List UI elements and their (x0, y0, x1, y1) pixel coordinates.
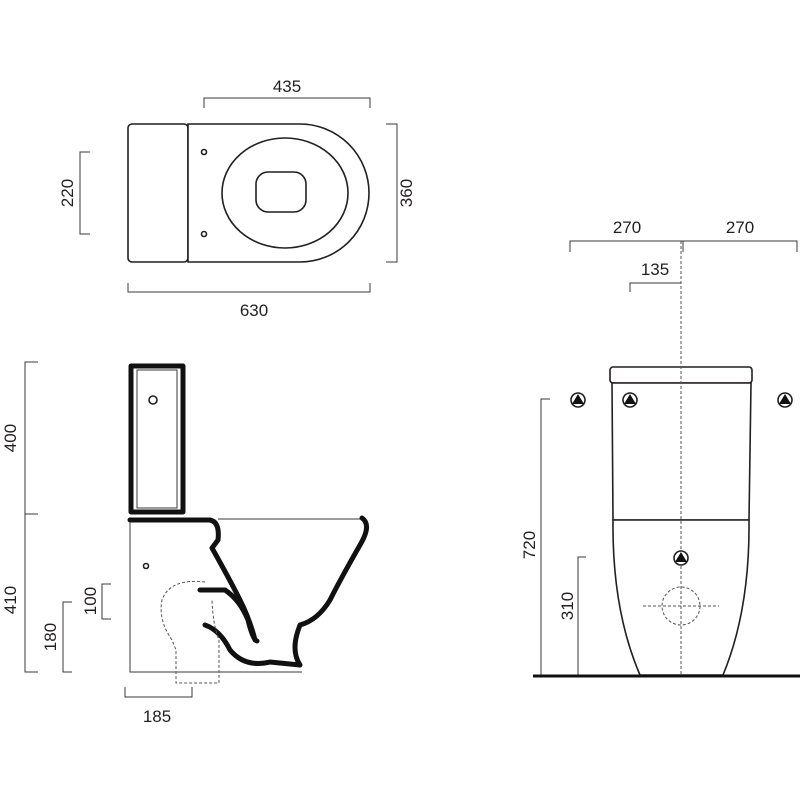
dim-line-630 (127, 283, 371, 293)
dim-line-310 (577, 556, 586, 676)
waste-pipe-dashed (160, 580, 220, 684)
front-view: 270 270 135 720 310 (520, 218, 800, 678)
tank-lid-front (609, 366, 753, 384)
dim-label-270-right: 270 (726, 218, 754, 237)
bowl-side-top (127, 517, 258, 643)
dim-label-720: 720 (520, 531, 539, 559)
fixing-hole (200, 230, 208, 238)
trap (197, 587, 260, 644)
tank-hole (148, 395, 158, 405)
dim-label-435: 435 (273, 77, 301, 96)
water-inlet-marker (622, 392, 638, 408)
fixing-hole (200, 148, 208, 156)
dim-label-135: 135 (641, 260, 669, 279)
water-inlet-marker (570, 392, 586, 408)
tank-side (128, 363, 186, 515)
side-hole (142, 562, 150, 570)
bowl-outer (202, 515, 369, 668)
pan-base (129, 522, 302, 673)
dim-line-435 (203, 97, 371, 108)
dim-label-310: 310 (558, 592, 577, 620)
bowl-opening (255, 171, 307, 213)
dim-label-220: 220 (58, 179, 77, 207)
dim-line-270-270 (569, 240, 798, 252)
water-inlet-marker (673, 550, 689, 566)
tank-inner (136, 369, 178, 509)
side-view: 400 410 100 180 185 (1, 361, 369, 726)
dim-label-400: 400 (1, 424, 20, 452)
dim-label-360: 360 (397, 179, 416, 207)
dim-line-185 (124, 687, 193, 698)
dim-label-630: 630 (240, 301, 268, 320)
tank-top (127, 123, 189, 263)
dim-label-180: 180 (41, 623, 60, 651)
top-view: 435 220 360 630 (58, 77, 416, 320)
dim-label-270-left: 270 (613, 218, 641, 237)
dim-line-360 (386, 123, 398, 263)
dim-label-100: 100 (81, 587, 100, 615)
dim-line-220 (79, 151, 90, 235)
water-inlet-marker (777, 392, 793, 408)
dim-line-100 (101, 583, 111, 620)
dim-label-185: 185 (143, 707, 171, 726)
dim-label-410: 410 (1, 586, 20, 614)
dim-line-720 (540, 398, 550, 676)
dim-line-400-410 (24, 361, 38, 673)
dim-line-180 (62, 601, 72, 673)
dim-line-135 (629, 282, 681, 292)
